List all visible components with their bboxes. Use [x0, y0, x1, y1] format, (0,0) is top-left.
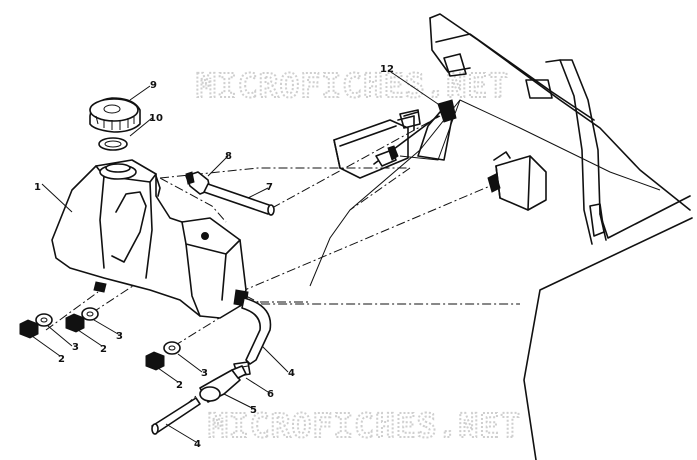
leader-lines	[31, 69, 439, 443]
callout-7: 7	[266, 182, 273, 193]
cap-gasket	[98, 137, 128, 151]
vehicle-frame	[309, 13, 693, 460]
right-mount-bracket	[487, 151, 547, 211]
vent-tube	[203, 183, 275, 216]
callout-1: 1	[34, 182, 41, 193]
callout-3c: 3	[201, 368, 208, 379]
dashed-outline	[159, 167, 520, 305]
watermark-bottom: MICROFICHES.NET	[208, 406, 521, 445]
callout-4a: 4	[288, 368, 295, 379]
fuel-tank	[51, 159, 249, 319]
fuel-hose	[241, 297, 272, 365]
hardware-set-3	[145, 341, 181, 371]
left-mount-bracket	[399, 99, 457, 161]
callout-2b: 2	[100, 344, 107, 355]
fuel-line-upper	[373, 115, 439, 167]
callout-9: 9	[150, 80, 157, 91]
callout-2a: 2	[58, 354, 65, 365]
callout-12: 12	[380, 64, 394, 75]
callout-8: 8	[225, 151, 232, 162]
hardware-set-2	[65, 307, 99, 333]
watermark-top: MICROFICHES.NET	[196, 66, 509, 105]
fuel-cap	[89, 97, 141, 133]
callout-labels: 1 9 10 8 7 12 2 3 2 3 2 3 4 6 5 4	[34, 64, 394, 450]
callout-2c: 2	[176, 380, 183, 391]
fuel-filter	[199, 365, 247, 403]
hardware-set-1	[19, 313, 53, 339]
callout-5: 5	[250, 405, 257, 416]
callout-6: 6	[267, 389, 274, 400]
lower-hose	[151, 397, 201, 435]
callout-4b: 4	[194, 439, 201, 450]
callout-3a: 3	[72, 342, 79, 353]
callout-10: 10	[149, 113, 163, 124]
seat-base-outline	[333, 111, 419, 179]
callout-3b: 3	[116, 331, 123, 342]
